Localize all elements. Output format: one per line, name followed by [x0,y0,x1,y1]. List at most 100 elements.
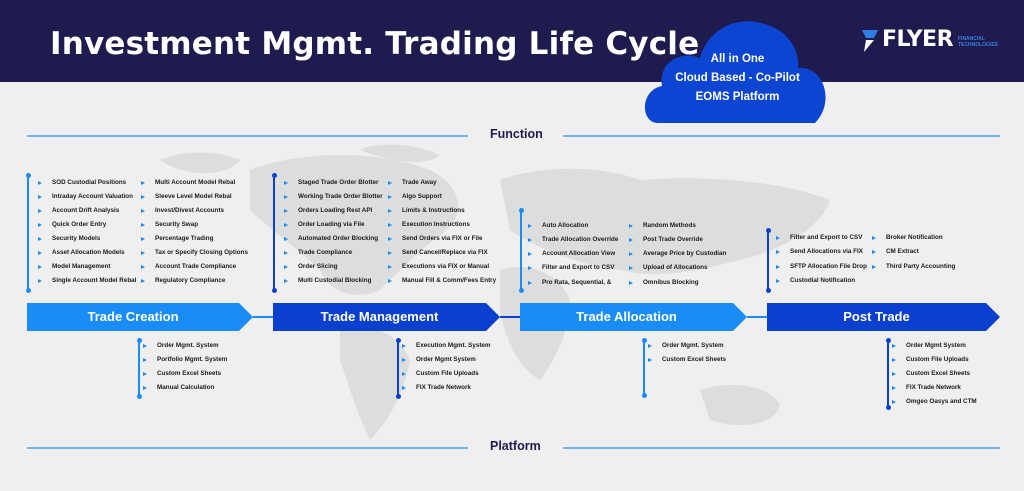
function-section-label: Function [490,127,543,141]
cloud-line: EOMS Platform [695,91,780,103]
function-timeline [27,175,29,290]
function-item: Multi Custodial Blocking [283,277,372,284]
platform-timeline [643,340,645,395]
function-item: Manual Fill & Comm/Fees Entry [387,277,497,284]
function-item: Intraday Account Valuation [38,193,133,200]
function-divider-left [27,135,468,137]
function-item: Auto Allocation [527,222,589,229]
platform-item: Custom File Uploads [402,370,479,377]
function-item: Average Price by Custodian [628,250,727,257]
timeline-dot [518,208,524,213]
function-item: Send Orders via FIX or File [388,235,483,242]
function-item: CM Extract [872,248,919,255]
logo-name: FLYER [882,27,954,52]
function-item: Security Swap [140,221,199,228]
platform-item: Custom Excel Sheets [891,370,971,377]
stage-banner-post-trade[interactable]: Post Trade [767,303,1000,331]
function-item: Executions via FIX or Manual [387,263,490,270]
timeline-dot [25,288,31,293]
stage-connector [747,316,767,318]
header-bar [0,0,1024,82]
function-timeline [273,175,275,290]
timeline-dot [765,288,771,293]
function-item: Quick Order Entry [37,221,107,228]
platform-timeline [887,340,889,407]
function-item: Single Account Model Rebal [37,277,137,284]
function-item: Filter and Export to CSV [775,234,863,241]
platform-item: Manual Calculation [142,384,215,391]
function-item: Percentage Trading [140,235,214,242]
stage-banner-trade-creation[interactable]: Trade Creation [27,303,253,331]
cloud-line: Cloud Based - Co-Pilot [675,72,800,84]
function-divider-right [563,135,1000,137]
timeline-dot [136,338,142,343]
function-item: Trade Away [388,179,437,186]
function-item: SFTP Allocation File Drop [776,263,867,270]
function-item: Order Slicing [284,263,338,270]
timeline-dot [885,405,891,410]
timeline-dot [641,338,647,343]
function-item: Post Trade Override [629,236,703,243]
function-item: Invest/Divest Accounts [140,207,225,214]
platform-item: FIX Trade Network [402,384,471,391]
function-item: Account Drift Analysis [37,207,120,214]
platform-item: Omgeo Oasys and CTM [892,398,977,405]
timeline-dot [395,394,401,399]
platform-divider-left [27,447,468,449]
timeline-dot [395,338,401,343]
cloud-icon [645,21,826,123]
function-item: Working Trade Order Blotter [284,193,383,200]
platform-item: Custom Excel Sheets [142,370,222,377]
function-item: Limits & Instructions [388,207,465,214]
function-item: Trade Allocation Override [527,236,619,243]
timeline-dot [641,393,647,398]
function-item: Send Cancel/Replace via FIX [388,249,488,256]
platform-item: Order Mgmt. System [143,342,219,349]
function-item: Execution Instructions [388,221,470,228]
function-item: Security Models [37,235,101,242]
function-item: Account Allocation View [527,250,616,257]
page-title: Investment Mgmt. Trading Life Cycle [50,26,700,62]
function-timeline [520,210,522,290]
timeline-dot [271,288,277,293]
platform-timeline [138,340,140,396]
flyer-logo-icon [862,30,878,52]
function-item: Account Trade Compliance [140,263,237,270]
platform-item: FIX Trade Network [892,384,961,391]
timeline-dot [885,338,891,343]
timeline-dot [25,173,31,178]
stage-banner-trade-allocation[interactable]: Trade Allocation [520,303,747,331]
function-item: Pro Rata, Sequential, & [527,279,612,286]
platform-item: Order Mgmt System [892,342,966,349]
function-item: Staged Trade Order Blotter [283,179,379,186]
function-item: Asset Allocation Models [38,249,125,256]
function-item: Omnibus Blocking [629,279,699,286]
function-item: Filter and Export to CSV [527,264,615,271]
platform-item: Order Mgmt System [402,356,476,363]
platform-item: Portfolio Mgmt. System [142,356,228,363]
function-item: Automated Order Blocking [283,235,379,242]
cloud-line: All in One [710,53,765,65]
function-item: Algo Support [388,193,442,200]
stage-banner-trade-management[interactable]: Trade Management [273,303,500,331]
logo-subtitle: FINANCIAL TECHNOLOGIES [958,36,999,48]
timeline-dot [271,173,277,178]
timeline-dot [765,228,771,233]
function-item: Custodial Notification [775,277,856,284]
function-item: Broker Notification [872,234,943,241]
function-item: Random Methods [629,222,696,229]
platform-item: Execution Mgmt. System [402,342,491,349]
platform-item: Custom Excel Sheets [647,356,727,363]
function-item: Upload of Allocations [629,264,708,271]
function-item: Third Party Accounting [871,263,956,270]
function-item: Sleeve Level Model Rebal [141,193,232,200]
function-item: Tax or Specify Closing Options [141,249,248,256]
function-item: Model Management [37,263,111,270]
platform-divider-right [563,447,1000,449]
stage-connector [500,316,520,318]
function-item: SOD Custodial Positions [37,179,127,186]
function-item: Orders Loading Rest API [283,207,373,214]
platform-section-label: Platform [490,439,541,453]
platform-item: Order Mgmt. System [648,342,724,349]
function-item: Regulatory Compliance [140,277,226,284]
